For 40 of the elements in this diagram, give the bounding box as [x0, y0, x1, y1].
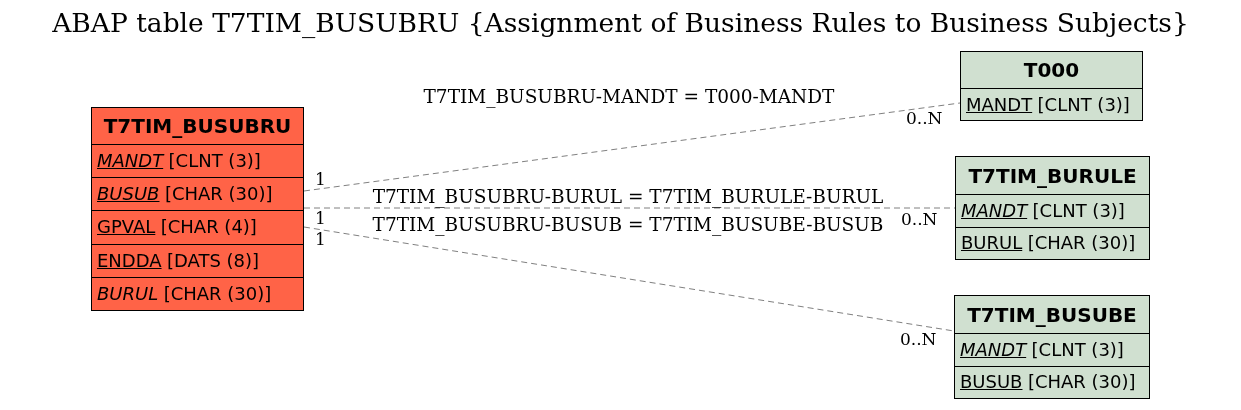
cardinality-label: 1 [315, 210, 326, 227]
diagram-title: ABAP table T7TIM_BUSUBRU {Assignment of Business Rules to Business Subjects} [52, 7, 1189, 39]
table-name: T7TIM_BUSUBRU [103, 114, 292, 138]
field-name: GPVAL [97, 216, 156, 239]
edge-label: T7TIM_BUSUBRU-BURUL = T7TIM_BURULE-BURUL [372, 187, 884, 207]
field-name: ENDDA [97, 249, 162, 272]
edge-label: T7TIM_BUSUBRU-MANDT = T000-MANDT [423, 87, 835, 107]
cardinality-label: 0..N [906, 110, 943, 127]
table-card [91, 107, 304, 311]
table-card [955, 156, 1150, 260]
cardinality-label: 0..N [901, 211, 938, 228]
relationship-line [303, 226, 955, 332]
field-type: [DATS (8)] [166, 249, 260, 272]
table-card [960, 51, 1143, 121]
field-name: BUSUB [960, 371, 1023, 394]
field-type: [CHAR (30)] [164, 183, 273, 206]
field-name: MANDT [960, 338, 1027, 361]
field-type: [CHAR (30)] [1027, 371, 1136, 394]
table-card [954, 295, 1150, 399]
table-name: T7TIM_BUSUBE [967, 302, 1137, 327]
field-name: BURUL [961, 232, 1023, 255]
field-type: [CHAR (30)] [163, 282, 272, 305]
table-name: T000 [1023, 58, 1080, 82]
cardinality-label: 0..N [900, 331, 937, 348]
field-type: [CLNT (3)] [1037, 93, 1130, 116]
field-type: [CHAR (4)] [160, 216, 257, 239]
cardinality-label: 1 [315, 231, 326, 248]
relationship-line [303, 102, 961, 192]
field-type: [CHAR (30)] [1027, 232, 1136, 255]
field-name: MANDT [961, 199, 1028, 222]
field-type: [CLNT (3)] [1031, 338, 1124, 361]
field-name: BURUL [97, 282, 159, 305]
table-name: T7TIM_BURULE [968, 163, 1137, 188]
field-type: [CLNT (3)] [168, 150, 261, 173]
edge-label: T7TIM_BUSUBRU-BUSUB = T7TIM_BUSUBE-BUSUB [372, 215, 884, 235]
cardinality-label: 1 [315, 171, 326, 188]
field-type: [CLNT (3)] [1032, 199, 1125, 222]
field-name: BUSUB [97, 183, 160, 206]
field-name: MANDT [966, 93, 1033, 116]
field-name: MANDT [97, 150, 164, 173]
